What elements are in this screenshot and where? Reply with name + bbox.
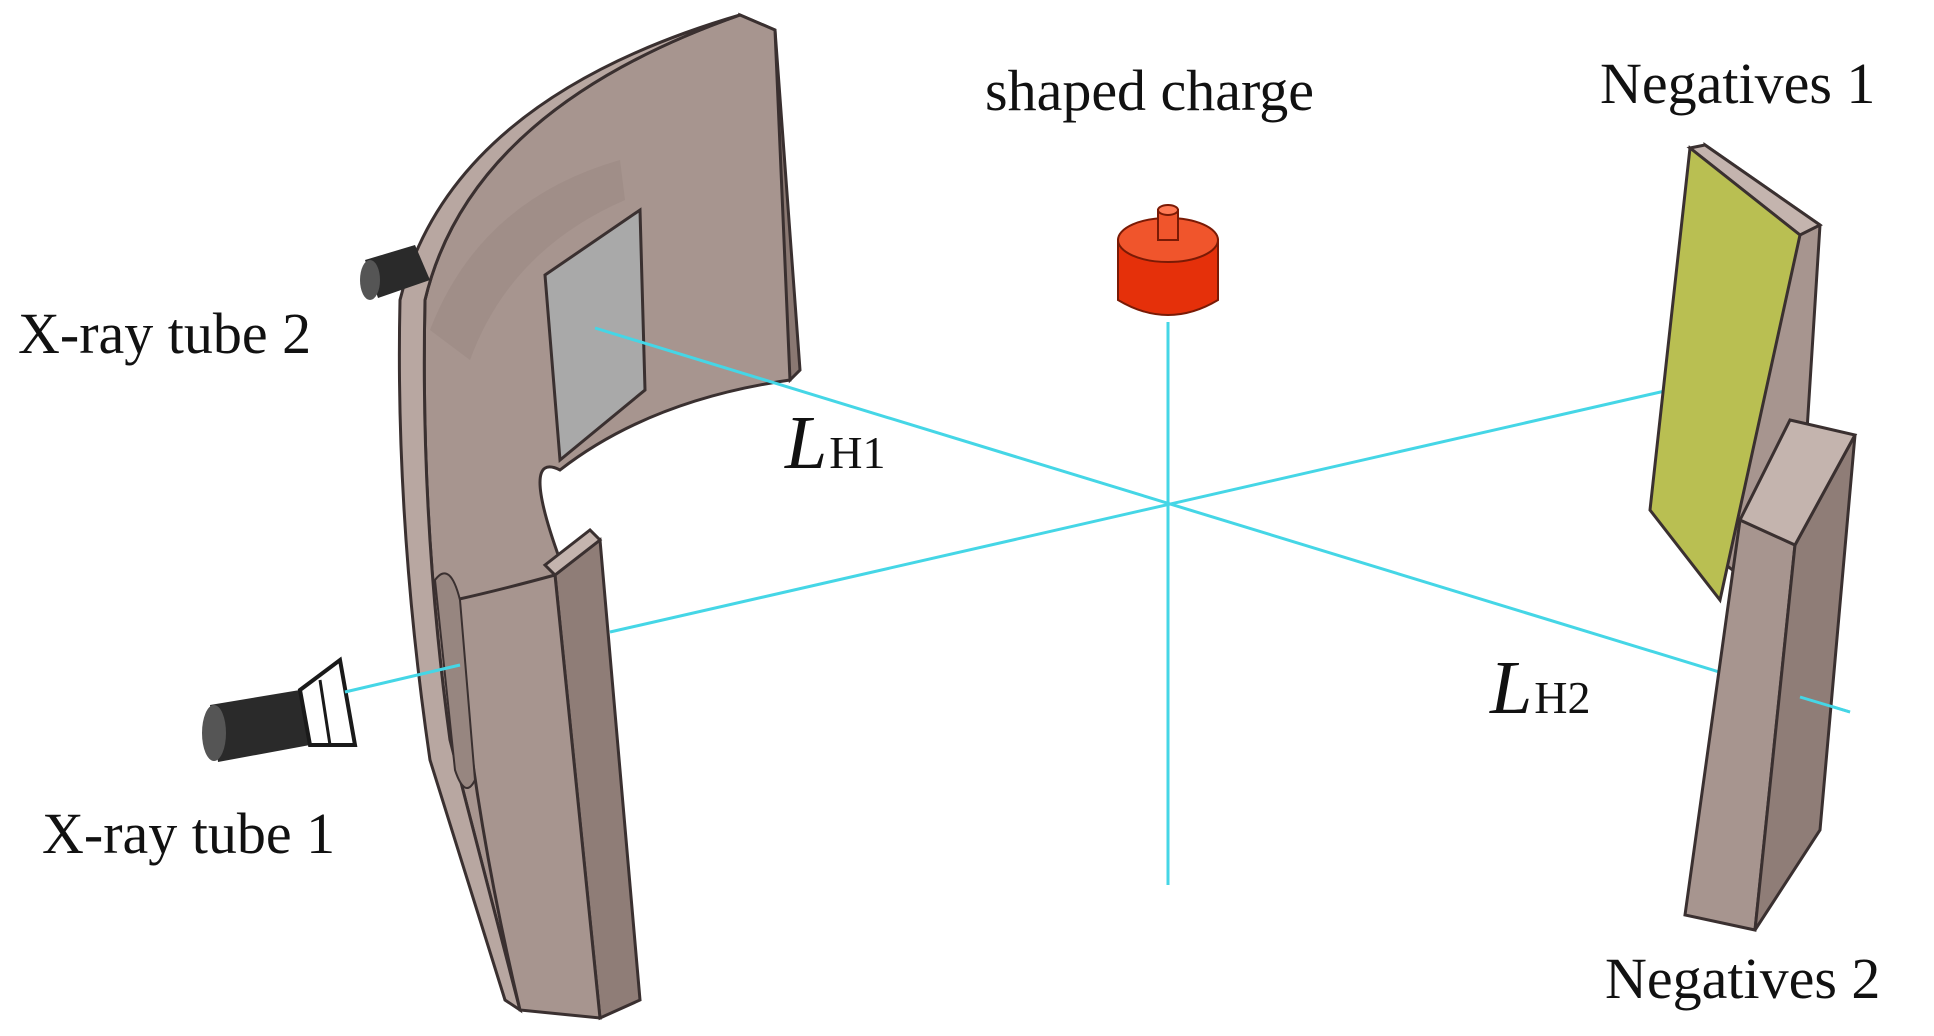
- negatives-2-top: [1737, 418, 1858, 547]
- beam-lines: [344, 322, 1851, 885]
- label-negatives-2: Negatives 2: [1605, 946, 1881, 1011]
- label-negatives-1: Negatives 1: [1600, 51, 1876, 116]
- label-lh2: LH2: [1490, 650, 1591, 726]
- label-xray-tube-1: X-ray tube 1: [42, 801, 336, 866]
- lh2-subscript: H2: [1534, 672, 1591, 723]
- label-lh1: LH1: [785, 405, 886, 481]
- negatives-1-film: [1648, 145, 1802, 604]
- beam-line-2: [609, 381, 1701, 634]
- beam-line-1b: [344, 663, 461, 694]
- panel-window-lower: [433, 572, 477, 789]
- panel-outer-side: [397, 13, 741, 1014]
- beam-line-1: [594, 326, 1851, 714]
- lh1-subscript: H1: [829, 427, 886, 478]
- shaped-charge: [1117, 204, 1219, 316]
- negatives-2-holder: [1683, 418, 1858, 932]
- panel-slab-top: [542, 528, 603, 577]
- xray-tube-1: [202, 656, 358, 762]
- label-shaped-charge: shaped charge: [985, 58, 1315, 123]
- lh2-symbol: L: [1490, 646, 1533, 730]
- protection-panel: [397, 12, 802, 1021]
- panel-inner-shade: [430, 160, 625, 360]
- xray-tube-2: [360, 245, 430, 300]
- panel-window-upper: [543, 207, 647, 463]
- beam-line-exit: [1799, 695, 1851, 714]
- label-xray-tube-2: X-ray tube 2: [18, 301, 312, 366]
- lh1-symbol: L: [785, 401, 828, 485]
